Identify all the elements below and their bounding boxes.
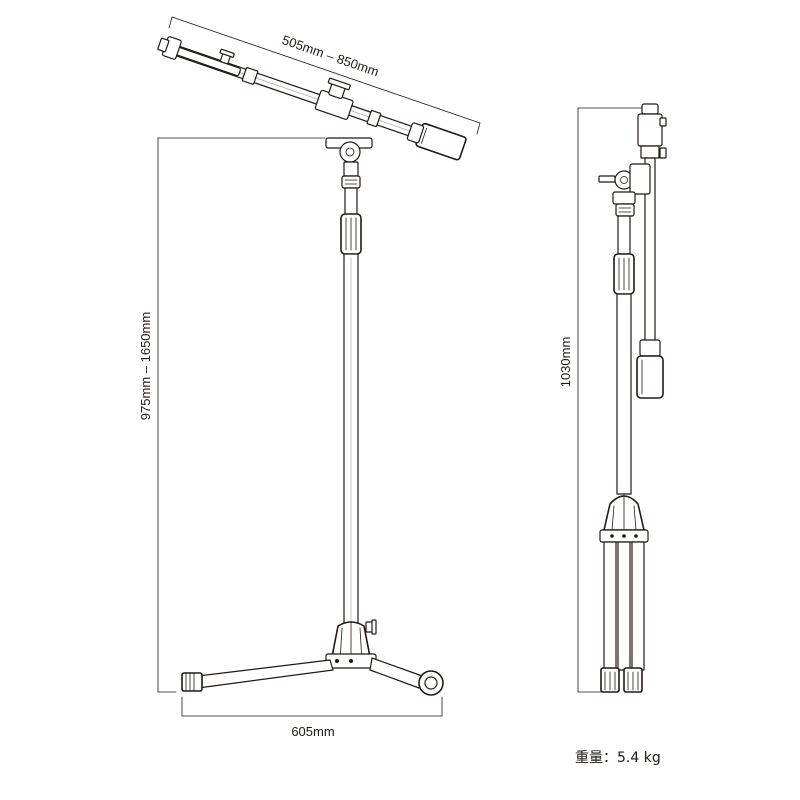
leg-span-dimension (181, 696, 443, 717)
folded-swivel (598, 163, 651, 217)
folded-mic-clip (637, 103, 667, 159)
folded-legs (600, 541, 645, 693)
left-leg (181, 659, 334, 692)
tripod-hub (325, 619, 377, 669)
folded-main-tube (613, 215, 635, 495)
dimension-lines (157, 16, 643, 717)
folded-height-label: 1030mm (558, 337, 573, 388)
boom-length-dimension (168, 16, 481, 135)
weight-label: 重量：5.4 kg (575, 750, 661, 766)
stand-height-dimension (157, 137, 326, 693)
extended-stand-illustration (157, 36, 467, 696)
swivel-joint (325, 137, 373, 189)
folded-hub (599, 493, 649, 543)
upper-tube (344, 187, 358, 217)
main-tube (343, 253, 359, 627)
folded-stand-illustration (598, 103, 667, 693)
height-clutch (340, 213, 362, 255)
leg-span-label: 605mm (291, 724, 334, 739)
right-leg (369, 657, 444, 696)
stand-height-label: 975mm – 1650mm (138, 312, 153, 420)
folded-height-dimension (577, 107, 643, 693)
boom-arm (157, 36, 467, 161)
folded-boom (636, 157, 664, 399)
boom-length-label: 505mm – 850mm (280, 32, 381, 79)
